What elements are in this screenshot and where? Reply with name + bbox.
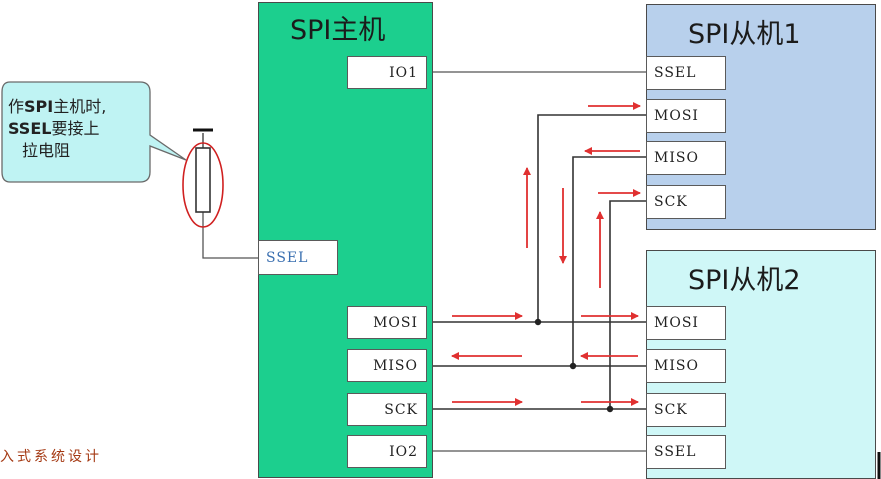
slave2-pin-mosi: MOSI bbox=[646, 306, 726, 340]
slave1-pin-miso: MISO bbox=[646, 141, 726, 175]
master-pin-sck: SCK bbox=[347, 393, 427, 426]
slave1-pin-ssel: SSEL bbox=[646, 56, 726, 90]
slave1-pin-mosi: MOSI bbox=[646, 99, 726, 133]
master-pin-io1: IO1 bbox=[347, 56, 427, 89]
callout-line-1: 作SPI主机时, bbox=[8, 97, 107, 116]
master-pin-io2: IO2 bbox=[347, 435, 427, 468]
callout-line-2: SSEL要接上 bbox=[8, 119, 100, 138]
master-pin-miso: MISO bbox=[347, 349, 427, 382]
slave2-pin-miso: MISO bbox=[646, 349, 726, 383]
mosi-junction bbox=[534, 318, 542, 326]
wire-mosi-branch bbox=[537, 114, 646, 322]
spi-master-title: SPI主机 bbox=[290, 15, 386, 46]
callout-text: 作SPI主机时, SSEL要接上 拉电阻 bbox=[8, 96, 153, 162]
resistor-highlight-ring bbox=[182, 142, 224, 228]
slave2-pin-ssel: SSEL bbox=[646, 435, 726, 469]
wire-sck-branch bbox=[609, 200, 646, 409]
master-pin-mosi: MOSI bbox=[347, 306, 427, 339]
resistor-body bbox=[195, 147, 211, 213]
slave1-pin-sck: SCK bbox=[646, 185, 726, 219]
spi-slave1-title: SPI从机1 bbox=[688, 19, 801, 50]
wire-miso-branch bbox=[572, 156, 646, 366]
sck-junction bbox=[606, 405, 614, 413]
callout-bubble bbox=[1, 81, 187, 183]
slave2-pin-sck: SCK bbox=[646, 393, 726, 427]
wire-ssel-pullup bbox=[202, 212, 258, 259]
spi-slave2-title: SPI从机2 bbox=[688, 265, 801, 296]
callout-line-3: 拉电阻 bbox=[22, 141, 71, 160]
miso-junction bbox=[569, 362, 577, 370]
footer-caption: 入式系统设计 bbox=[0, 449, 102, 465]
master-pin-ssel: SSEL bbox=[258, 240, 338, 275]
